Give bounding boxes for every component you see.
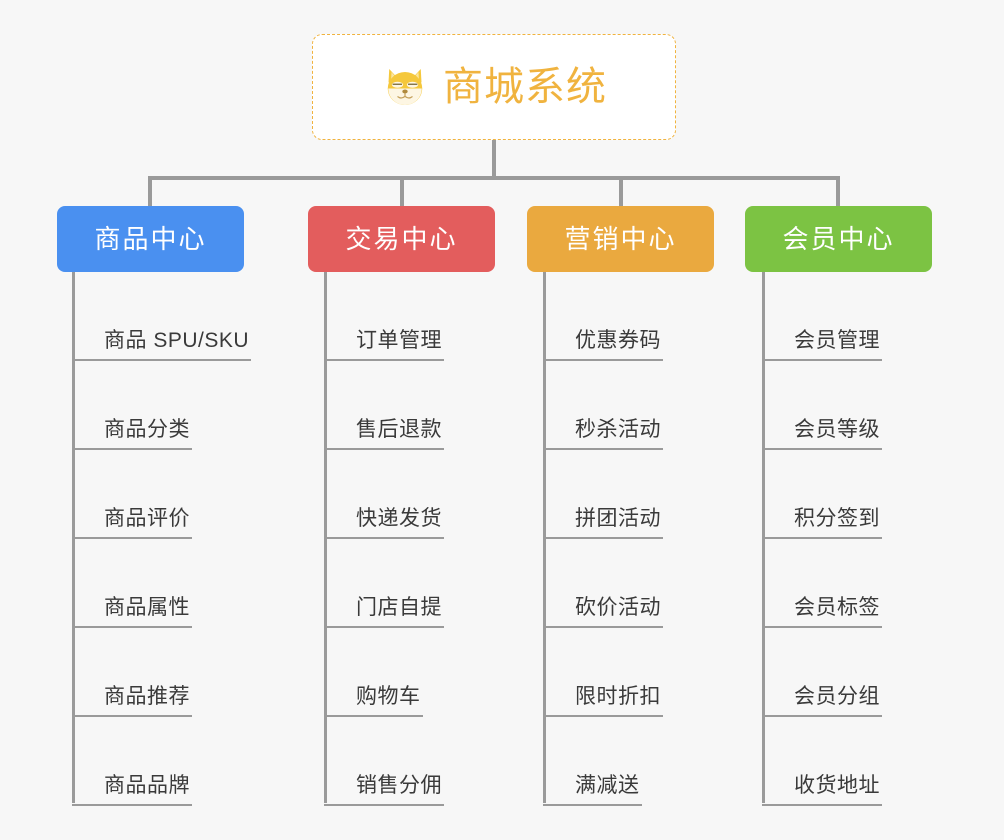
leaf-item[interactable]: 优惠券码	[543, 272, 663, 361]
leaf-underline	[72, 359, 251, 361]
leaf-underline	[324, 448, 444, 450]
leaf-item-label: 收货地址	[794, 774, 880, 797]
leaf-underline	[324, 359, 444, 361]
leaf-item-label: 秒杀活动	[575, 418, 661, 441]
branch-node-label: 营销中心	[564, 224, 677, 254]
leaf-underline	[324, 537, 444, 539]
leaf-item-label: 售后退款	[356, 418, 442, 441]
leaf-underline	[72, 537, 192, 539]
leaf-item[interactable]: 会员等级	[762, 361, 882, 450]
leaf-item-label: 会员标签	[794, 596, 880, 619]
leaf-underline	[762, 537, 882, 539]
connector-root-stub	[492, 140, 496, 178]
leaf-item-label: 砍价活动	[575, 596, 661, 619]
leaf-item-label: 快递发货	[356, 507, 442, 530]
branch-node-marketing-center[interactable]: 营销中心	[527, 206, 714, 272]
leaf-item-label: 会员分组	[794, 685, 880, 708]
leaf-item[interactable]: 商品 SPU/SKU	[72, 272, 251, 361]
branch-node-product-center[interactable]: 商品中心	[57, 206, 244, 272]
branch-node-label: 交易中心	[345, 224, 458, 254]
leaf-underline	[762, 626, 882, 628]
leaf-underline	[324, 626, 444, 628]
leaf-column-member-center: 会员管理 会员等级 积分签到 会员标签 会员分组 收货地址	[762, 272, 882, 806]
leaf-item[interactable]: 商品评价	[72, 450, 249, 539]
leaf-item[interactable]: 会员管理	[762, 272, 882, 361]
leaf-item[interactable]: 销售分佣	[324, 717, 444, 806]
leaf-item[interactable]: 积分签到	[762, 450, 882, 539]
leaf-item[interactable]: 门店自提	[324, 539, 444, 628]
connector-drop-branch-4	[836, 176, 840, 208]
leaf-underline	[543, 448, 663, 450]
leaf-item[interactable]: 商品推荐	[72, 628, 249, 717]
leaf-item[interactable]: 秒杀活动	[543, 361, 663, 450]
leaf-item[interactable]: 商品分类	[72, 361, 249, 450]
leaf-column-product-center: 商品 SPU/SKU 商品分类 商品评价 商品属性 商品推荐 商品品牌	[72, 272, 251, 806]
leaf-item[interactable]: 快递发货	[324, 450, 444, 539]
leaf-item-label: 商品推荐	[104, 685, 190, 708]
leaf-item[interactable]: 订单管理	[324, 272, 444, 361]
leaf-item[interactable]: 砍价活动	[543, 539, 663, 628]
leaf-item-label: 拼团活动	[575, 507, 661, 530]
leaf-underline	[543, 359, 663, 361]
shiba-dog-face-icon	[387, 69, 423, 105]
leaf-item-label: 优惠券码	[575, 329, 661, 352]
leaf-item[interactable]: 售后退款	[324, 361, 444, 450]
leaf-item-label: 商品分类	[104, 418, 190, 441]
leaf-item-label: 购物车	[356, 685, 421, 708]
connector-drop-branch-1	[148, 176, 152, 208]
leaf-underline	[762, 804, 882, 806]
branch-node-label: 商品中心	[94, 224, 207, 254]
leaf-item-label: 门店自提	[356, 596, 442, 619]
leaf-item[interactable]: 满减送	[543, 717, 661, 806]
connector-drop-branch-3	[619, 176, 623, 208]
leaf-item-label: 会员等级	[794, 418, 880, 441]
leaf-item-label: 积分签到	[794, 507, 880, 530]
leaf-column-marketing-center: 优惠券码 秒杀活动 拼团活动 砍价活动 限时折扣 满减送	[543, 272, 663, 806]
leaf-underline	[72, 804, 192, 806]
leaf-item-label: 销售分佣	[356, 774, 442, 797]
connector-horizontal-bus	[148, 176, 840, 180]
leaf-underline	[543, 537, 663, 539]
leaf-item-label: 会员管理	[794, 329, 880, 352]
leaf-item-label: 商品 SPU/SKU	[104, 329, 250, 352]
leaf-underline	[762, 715, 882, 717]
leaf-underline	[543, 626, 663, 628]
leaf-item[interactable]: 收货地址	[762, 717, 882, 806]
leaf-underline	[543, 715, 663, 717]
leaf-underline	[72, 448, 192, 450]
leaf-item-label: 满减送	[575, 774, 640, 797]
leaf-underline	[324, 804, 444, 806]
root-node-title: 商城系统	[443, 65, 607, 109]
branch-node-label: 会员中心	[782, 224, 895, 254]
leaf-underline	[762, 359, 882, 361]
branch-node-trade-center[interactable]: 交易中心	[308, 206, 495, 272]
root-node-mall-system[interactable]: 商城系统	[312, 34, 676, 140]
leaf-item-label: 商品品牌	[104, 774, 190, 797]
leaf-underline	[762, 448, 882, 450]
leaf-item[interactable]: 商品品牌	[72, 717, 249, 806]
leaf-item[interactable]: 商品属性	[72, 539, 249, 628]
leaf-item[interactable]: 会员分组	[762, 628, 882, 717]
leaf-item[interactable]: 会员标签	[762, 539, 882, 628]
leaf-column-trade-center: 订单管理 售后退款 快递发货 门店自提 购物车 销售分佣	[324, 272, 444, 806]
connector-drop-branch-2	[400, 176, 404, 208]
leaf-underline	[72, 715, 192, 717]
leaf-underline	[324, 715, 423, 717]
leaf-item-label: 限时折扣	[575, 685, 661, 708]
leaf-item-label: 订单管理	[356, 329, 442, 352]
leaf-item[interactable]: 拼团活动	[543, 450, 663, 539]
leaf-underline	[72, 626, 192, 628]
branch-node-member-center[interactable]: 会员中心	[745, 206, 932, 272]
leaf-item[interactable]: 购物车	[324, 628, 442, 717]
leaf-item-label: 商品属性	[104, 596, 190, 619]
leaf-item-label: 商品评价	[104, 507, 190, 530]
leaf-underline	[543, 804, 642, 806]
leaf-item[interactable]: 限时折扣	[543, 628, 663, 717]
